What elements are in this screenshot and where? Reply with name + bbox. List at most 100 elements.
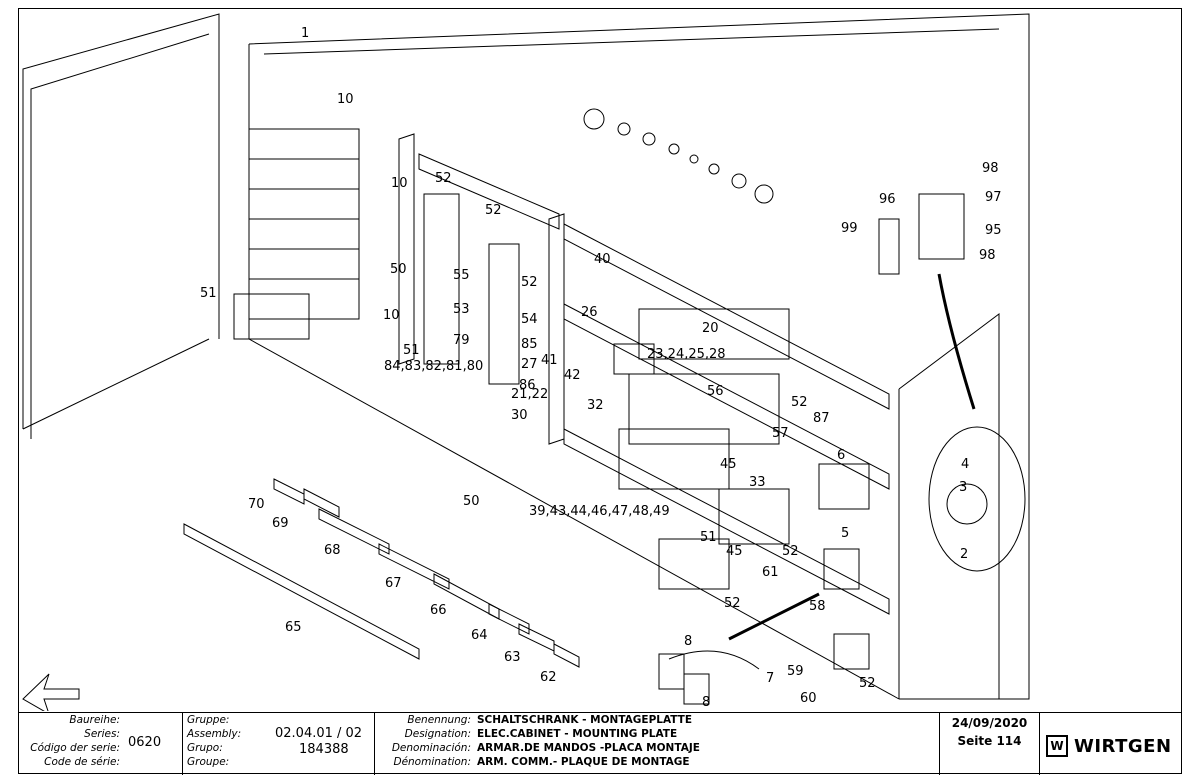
callout-label: 59 <box>787 664 804 679</box>
callout-label: 51 <box>700 530 717 545</box>
callout-label: 98 <box>982 161 999 176</box>
wirtgen-logo-text: WIRTGEN <box>1074 735 1172 757</box>
callout-label: 8 <box>702 695 710 710</box>
designation-value: ELEC.CABINET - MOUNTING PLATE <box>477 728 678 740</box>
callout-label: 20 <box>702 321 719 336</box>
callout-label: 7 <box>766 671 774 686</box>
callout-label: 45 <box>726 544 743 559</box>
callout-label: 55 <box>453 268 470 283</box>
callout-label: 32 <box>587 398 604 413</box>
callout-label: 51 <box>403 343 420 358</box>
callout-label: 41 <box>541 353 558 368</box>
callout-label: 54 <box>521 312 538 327</box>
callout-label: 50 <box>390 262 407 277</box>
callout-label: 52 <box>782 544 799 559</box>
callout-label: 87 <box>813 411 830 426</box>
callout-label: 53 <box>453 302 470 317</box>
designation-label: Designation: <box>404 728 471 740</box>
series-cell: Baureihe: Series: Código der serie: Code… <box>18 713 183 775</box>
callout-label: 45 <box>720 457 737 472</box>
callout-label: 30 <box>511 408 528 423</box>
callout-label: 66 <box>430 603 447 618</box>
callout-label: 51 <box>200 286 217 301</box>
series-label: Series: <box>84 728 120 740</box>
date-value: 24/09/2020 <box>951 716 1028 730</box>
callout-label: 52 <box>435 171 452 186</box>
callout-label: 60 <box>800 691 817 706</box>
callout-label: 4 <box>961 457 969 472</box>
callout-label: 1 <box>301 26 309 41</box>
callout-label: 85 <box>521 337 538 352</box>
grupo-label: Grupo: <box>187 742 223 754</box>
callout-label: 10 <box>391 176 408 191</box>
callout-label: 10 <box>337 92 354 107</box>
callout-label: 70 <box>248 497 265 512</box>
assembly-value: 02.04.01 / 02 <box>275 726 363 741</box>
callout-label: 68 <box>324 543 341 558</box>
callout-label: 10 <box>383 308 400 323</box>
callout-label: 52 <box>521 275 538 290</box>
callout-label: 23,24,25,28 <box>647 347 726 362</box>
wirtgen-logo: W WIRTGEN <box>1046 734 1172 758</box>
callout-label: 99 <box>841 221 858 236</box>
benennung-value: SCHALTSCHRANK - MONTAGEPLATTE <box>477 714 693 726</box>
callout-label: 21,22 <box>511 387 548 402</box>
code-serie-label: Code de série: <box>44 756 120 768</box>
baureihe-label: Baureihe: <box>69 714 120 726</box>
denominacion-label: Denominación: <box>391 742 471 754</box>
callout-label: 56 <box>707 384 724 399</box>
callout-label: 8 <box>684 634 692 649</box>
codigo-serie-label: Código der serie: <box>30 742 120 754</box>
callout-label: 65 <box>285 620 302 635</box>
callout-label: 3 <box>959 480 967 495</box>
callout-label: 86 <box>519 378 536 393</box>
title-block: Baureihe: Series: Código der serie: Code… <box>18 712 1182 775</box>
assembly-label: Assembly: <box>187 728 242 740</box>
callout-label: 27 <box>521 357 538 372</box>
callout-label: 96 <box>879 192 896 207</box>
callout-label: 42 <box>564 368 581 383</box>
date-page-cell: 24/09/2020 Seite 114 <box>940 713 1040 775</box>
callout-label: 33 <box>749 475 766 490</box>
callout-label: 84,83,82,81,80 <box>384 359 483 374</box>
denomination-label: Dénomination: <box>393 756 471 768</box>
callout-label: 40 <box>594 252 611 267</box>
callout-label: 61 <box>762 565 779 580</box>
wirtgen-logo-mark: W <box>1046 735 1068 757</box>
callout-label: 5 <box>841 526 849 541</box>
callout-label: 69 <box>272 516 289 531</box>
assembly-cell: Gruppe: Assembly: Grupo: Groupe: 02.04.0… <box>183 713 375 775</box>
grupo-value: 184388 <box>299 742 349 757</box>
callout-label: 57 <box>772 426 789 441</box>
exploded-parts-diagram: 1 10 10 10 52 52 52 50 55 53 54 79 85 27… <box>22 13 1030 711</box>
callout-label: 79 <box>453 333 470 348</box>
callout-label: 2 <box>960 547 968 562</box>
callout-label: 62 <box>540 670 557 685</box>
callout-label: 67 <box>385 576 402 591</box>
denominacion-value: ARMAR.DE MANDOS -PLACA MONTAJE <box>477 742 700 754</box>
callout-labels: 1 10 10 10 52 52 52 50 55 53 54 79 85 27… <box>200 26 1002 710</box>
callout-label: 52 <box>859 676 876 691</box>
callout-label: 52 <box>791 395 808 410</box>
callout-label: 26 <box>581 305 598 320</box>
benennung-label: Benennung: <box>407 714 471 726</box>
callout-label: 64 <box>471 628 488 643</box>
callout-label: 95 <box>985 223 1002 238</box>
callout-label: 52 <box>485 203 502 218</box>
page-value: Seite 114 <box>957 734 1022 748</box>
callout-label: 39,43,44,46,47,48,49 <box>529 504 670 519</box>
series-value: 0620 <box>128 735 162 750</box>
callout-label: 58 <box>809 599 826 614</box>
designation-cell: Benennung: Designation: Denominación: Dé… <box>375 713 940 775</box>
callout-label: 6 <box>837 448 845 463</box>
denomination-value: ARM. COMM.- PLAQUE DE MONTAGE <box>477 756 690 768</box>
gruppe-label: Gruppe: <box>187 714 230 726</box>
callout-label: 98 <box>979 248 996 263</box>
cabinet-linework <box>22 13 1030 711</box>
callout-label: 52 <box>724 596 741 611</box>
callout-label: 97 <box>985 190 1002 205</box>
groupe-label: Groupe: <box>187 756 230 768</box>
drawing-frame <box>18 8 1182 774</box>
callout-label: 50 <box>463 494 480 509</box>
logo-cell: W WIRTGEN <box>1040 713 1182 775</box>
